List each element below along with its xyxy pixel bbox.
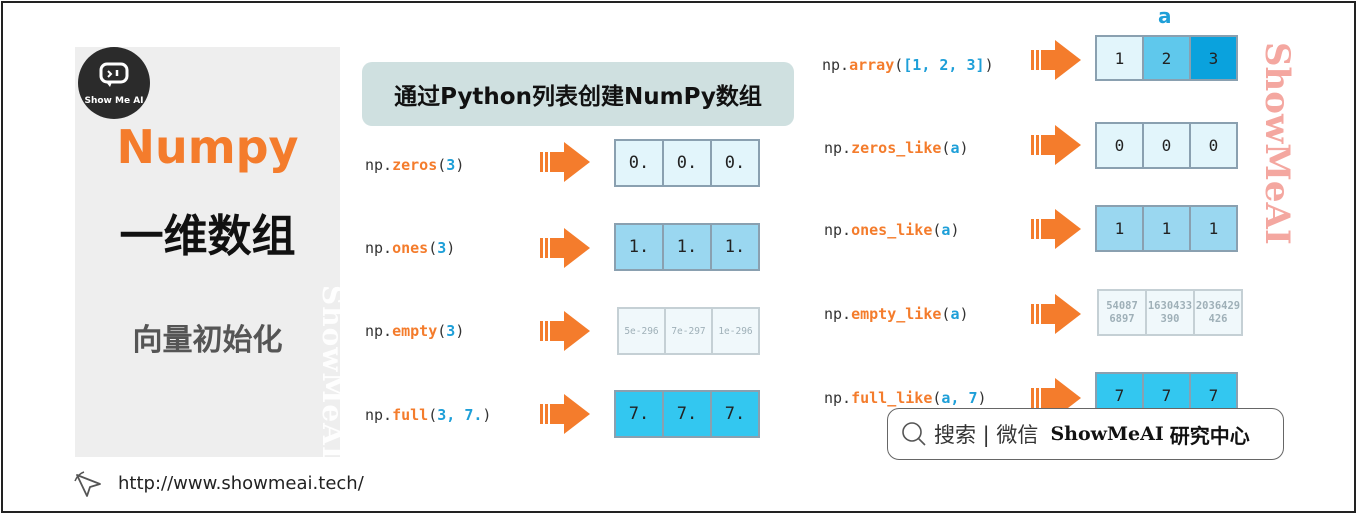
arrow-icon (1031, 209, 1081, 249)
search-icon (902, 422, 926, 446)
watermark-right: ShowMeAI (1257, 42, 1297, 245)
array-cell: 0 (1095, 122, 1144, 169)
code-array: np.array([1, 2, 3]) (822, 56, 994, 74)
array-full: 7. 7. 7. (614, 390, 760, 438)
pointer-icon (74, 471, 101, 497)
arrow-icon (540, 394, 590, 434)
arrow-icon (1031, 125, 1081, 165)
logo-text: Show Me AI (84, 96, 144, 106)
search-suffix: 研究中心 (1169, 423, 1250, 448)
array-ones: 1. 1. 1. (614, 223, 760, 271)
arrow-icon (540, 311, 590, 351)
footer-url[interactable]: http://www.showmeai.tech/ (118, 473, 364, 494)
array-cell: 0 (1142, 122, 1191, 169)
array-cell: 1630433 390 (1145, 289, 1195, 336)
array-cell: 1. (614, 223, 664, 271)
header-banner: 通过Python列表创建NumPy数组 (362, 62, 794, 126)
array-cell: 7. (614, 390, 664, 438)
numpy-title: Numpy (116, 120, 299, 174)
arrow-icon (540, 228, 590, 268)
code-empty: np.empty(3) (365, 322, 465, 340)
code-ones: np.ones(3) (365, 239, 456, 257)
arrow-icon (1031, 294, 1081, 334)
array-cell: 1 (1142, 205, 1191, 252)
array-cell: 0. (662, 139, 712, 187)
array-cell: 1 (1095, 35, 1144, 81)
search-brand: ShowMeAI (1050, 423, 1164, 445)
array-ones-like: 1 1 1 (1095, 205, 1238, 252)
array-zeros: 0. 0. 0. (614, 139, 760, 187)
code-zeros-like: np.zeros_like(a) (824, 139, 969, 157)
array-cell: 7e-297 (664, 307, 713, 355)
array-a: 1 2 3 (1095, 35, 1238, 81)
arrow-icon (1031, 40, 1081, 80)
array-cell: 1. (710, 223, 760, 271)
showmeai-logo: Show Me AI (78, 47, 150, 119)
array-cell: 1 (1189, 205, 1238, 252)
search-wechat-box: 搜索 | 微信 ShowMeAI 研究中心 (887, 408, 1284, 460)
array-cell: 7. (662, 390, 712, 438)
array-a-label: a (1158, 4, 1172, 28)
array-cell: 2036429 426 (1193, 289, 1243, 336)
array-cell: 0 (1189, 122, 1238, 169)
array-cell: 2 (1142, 35, 1191, 81)
search-prefix: 搜索 | 微信 (934, 423, 1039, 447)
array-cell: 5e-296 (617, 307, 666, 355)
array-cell: 1e-296 (711, 307, 760, 355)
watermark-left: ShowMeAI (316, 285, 349, 460)
code-full-like: np.full_like(a, 7) (824, 389, 987, 407)
subtitle: 一维数组 (119, 211, 296, 262)
array-cell: 7. (710, 390, 760, 438)
array-cell: 0. (710, 139, 760, 187)
code-empty-like: np.empty_like(a) (824, 305, 969, 323)
code-zeros: np.zeros(3) (365, 156, 465, 174)
robot-icon (99, 62, 129, 87)
array-cell: 1 (1095, 205, 1144, 252)
array-zeros-like: 0 0 0 (1095, 122, 1238, 169)
section-title: 向量初始化 (132, 323, 283, 358)
array-cell: 1. (662, 223, 712, 271)
array-cell: 0. (614, 139, 664, 187)
array-empty-like: 54087 6897 1630433 390 2036429 426 (1097, 289, 1243, 336)
array-empty: 5e-296 7e-297 1e-296 (617, 307, 760, 355)
arrow-icon (540, 142, 590, 182)
array-cell: 3 (1189, 35, 1238, 81)
array-cell: 54087 6897 (1097, 289, 1147, 336)
code-ones-like: np.ones_like(a) (824, 221, 960, 239)
code-full: np.full(3, 7.) (365, 406, 492, 424)
